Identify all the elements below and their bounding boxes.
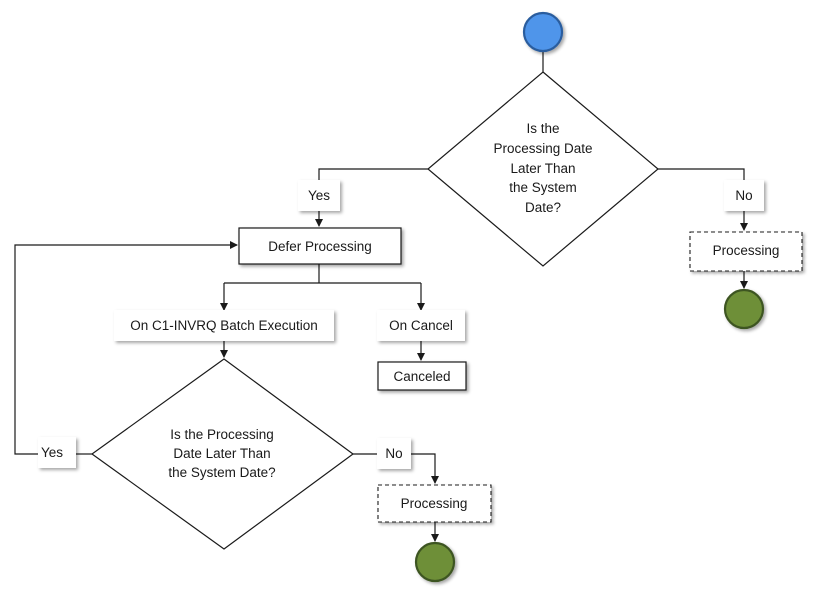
decision-bottom-line-2: Date Later Than (173, 446, 270, 461)
on-cancel-text: On Cancel (389, 318, 453, 333)
start-node (522, 11, 564, 53)
on-batch-text: On C1-INVRQ Batch Execution (130, 318, 318, 333)
decision-top-line-5: Date? (525, 200, 561, 215)
decision-top-line-3: Later Than (510, 161, 575, 176)
connectors (14, 52, 748, 542)
decision-top-line-4: the System (509, 180, 577, 195)
no-top-label: No (724, 180, 764, 211)
canceled-text: Canceled (393, 369, 450, 384)
processing-bottom-box: Processing (377, 484, 492, 523)
end-node-right (723, 288, 765, 330)
yes-loop-back-arrow (14, 241, 238, 455)
yes-bottom-text: Yes (41, 445, 63, 460)
processing-right-box: Processing (689, 231, 803, 272)
end-node-bottom (414, 541, 456, 583)
yes-top-text: Yes (308, 188, 330, 203)
decision-top: Is the Processing Date Later Than the Sy… (427, 71, 659, 267)
no-top-text: No (735, 188, 752, 203)
defer-processing-text: Defer Processing (268, 239, 372, 254)
decision-bottom-line-1: Is the Processing (170, 427, 274, 442)
decision-bottom: Is the Processing Date Later Than the Sy… (90, 358, 355, 550)
on-batch-event: On C1-INVRQ Batch Execution (114, 310, 334, 341)
no-bottom-label: No (377, 438, 411, 469)
decision-top-line-1: Is the (526, 121, 559, 136)
defer-split-line (224, 264, 421, 284)
processing-right-text: Processing (713, 243, 780, 258)
yes-top-label: Yes (298, 180, 340, 211)
decision-top-line-2: Processing Date (493, 141, 592, 156)
canceled-box: Canceled (377, 361, 467, 391)
yes-bottom-label: Yes (38, 437, 76, 468)
no-bottom-text: No (385, 446, 402, 461)
decision-top-no-line (658, 168, 745, 180)
defer-processing-box: Defer Processing (238, 227, 402, 265)
decision-bottom-line-3: the System Date? (168, 465, 275, 480)
decision-bottom-diamond (90, 358, 355, 550)
processing-bottom-text: Processing (401, 496, 468, 511)
no-to-processing-bottom-arrow (411, 453, 439, 484)
decision-top-yes-line (318, 168, 428, 180)
on-cancel-event: On Cancel (377, 310, 465, 341)
decision-top-diamond (427, 71, 659, 267)
